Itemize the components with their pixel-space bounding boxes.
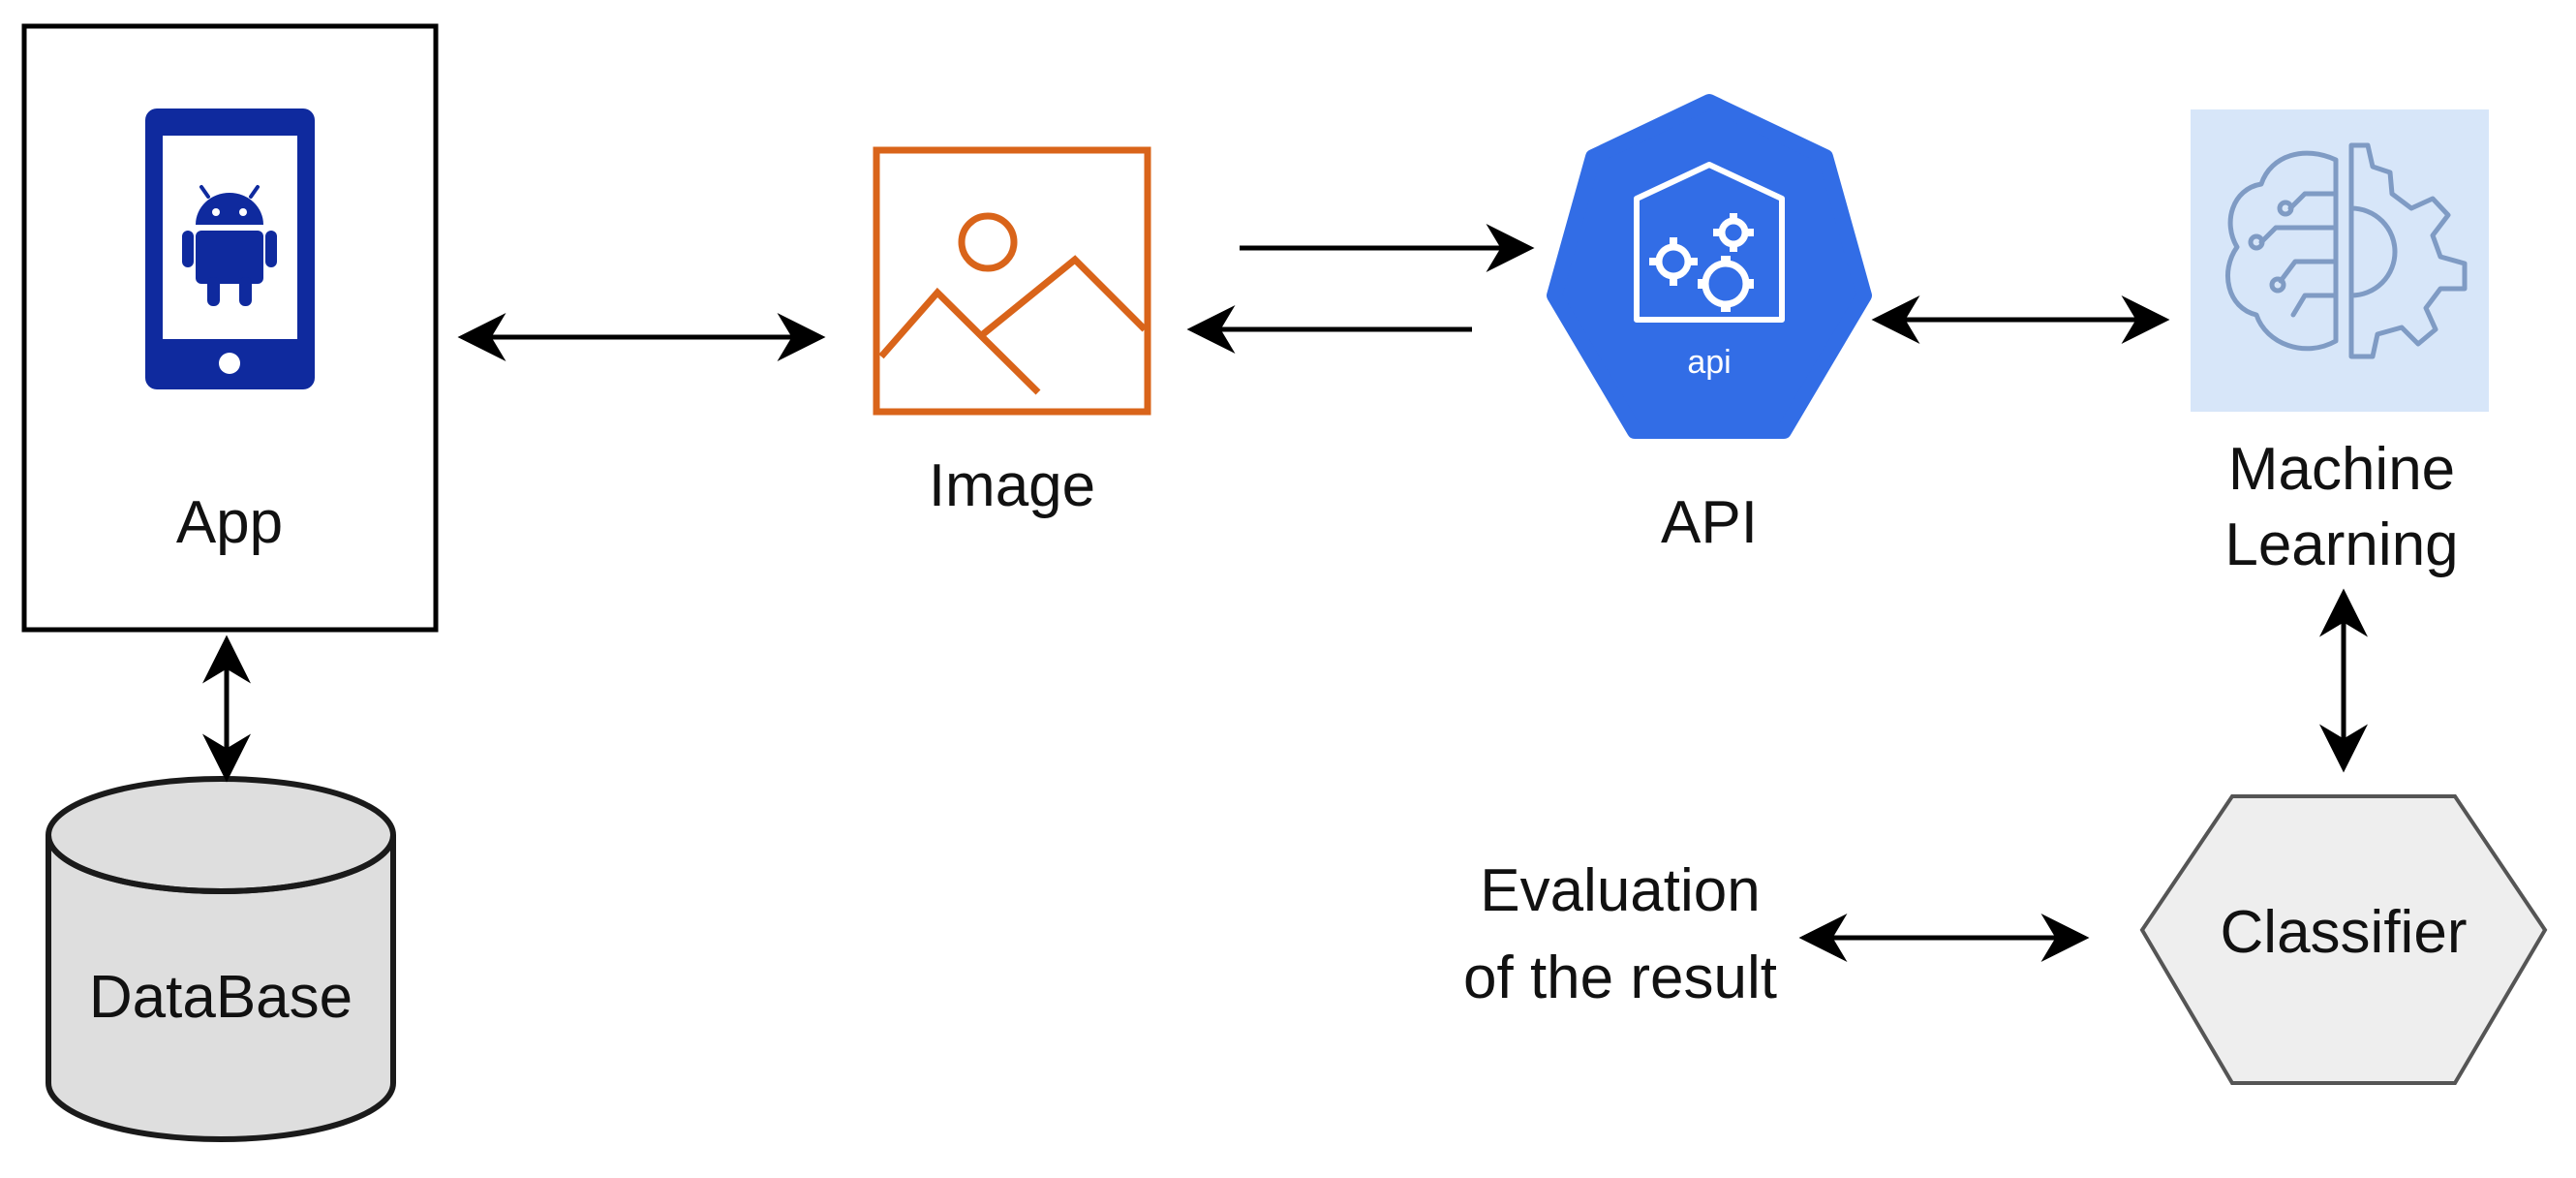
database-label: DataBase: [89, 964, 353, 1031]
api-badge: api: [1687, 344, 1731, 381]
evaluation-node: Evaluation of the result: [1463, 857, 1777, 1011]
android-phone-icon: [145, 108, 315, 389]
classifier-label: Classifier: [2221, 899, 2468, 966]
image-node: Image: [873, 146, 1151, 519]
evaluation-label-line2: of the result: [1463, 945, 1777, 1011]
database-node: DataBase: [46, 776, 396, 1142]
app-node: App: [21, 23, 439, 633]
image-label: Image: [929, 452, 1095, 519]
ml-label-line1: Machine: [2228, 436, 2455, 503]
evaluation-label-line1: Evaluation: [1480, 857, 1761, 924]
ml-label-line2: Learning: [2224, 512, 2458, 578]
landscape-image-icon: [873, 146, 1151, 416]
app-label: App: [176, 489, 283, 556]
kubernetes-api-gear-icon: [1547, 94, 1872, 439]
api-node: api API: [1547, 94, 1872, 556]
brain-gear-icon: [2224, 142, 2468, 359]
api-label: API: [1661, 489, 1758, 556]
hexagon-shape: [2139, 794, 2548, 1085]
cylinder-database-icon: [46, 776, 396, 1142]
ml-icon-background: [2191, 109, 2489, 412]
machine-learning-node: Machine Learning: [2191, 109, 2489, 578]
classifier-node: Classifier: [2139, 794, 2548, 1085]
